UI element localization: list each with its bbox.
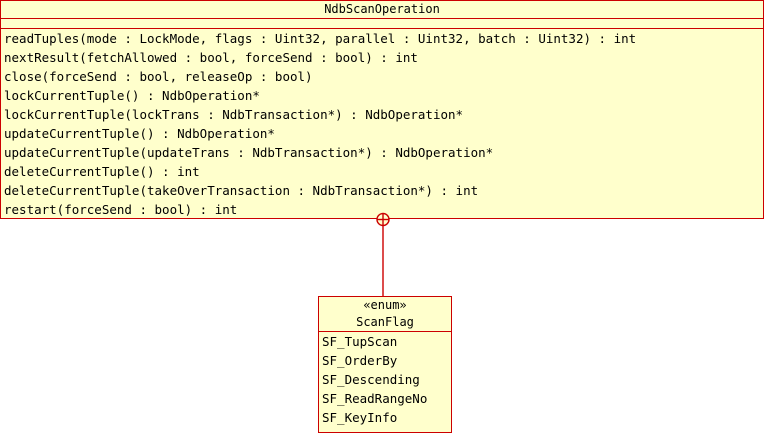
class-box-scanflag[interactable]: «enum» ScanFlag SF_TupScan SF_OrderBy SF… — [318, 296, 452, 433]
operation-row[interactable]: nextResult(fetchAllowed : bool, forceSen… — [4, 50, 418, 65]
operation-row[interactable]: deleteCurrentTuple() : int — [4, 164, 200, 179]
operation-row[interactable]: restart(forceSend : bool) : int — [4, 202, 238, 217]
class-box-ndbscanoperation[interactable]: NdbScanOperation readTuples(mode : LockM… — [0, 0, 764, 219]
enum-literal-row[interactable]: SF_KeyInfo — [322, 410, 398, 425]
enum-literal-row[interactable]: SF_Descending — [322, 372, 420, 387]
compartment-separator — [1, 18, 763, 19]
operation-row[interactable]: lockCurrentTuple() : NdbOperation* — [4, 88, 260, 103]
operation-row[interactable]: lockCurrentTuple(lockTrans : NdbTransact… — [4, 107, 464, 122]
compartment-separator — [319, 331, 451, 332]
enum-literal-row[interactable]: SF_TupScan — [322, 334, 398, 349]
operations-compartment-ndbscanoperation: readTuples(mode : LockMode, flags : Uint… — [1, 29, 763, 219]
operation-row[interactable]: updateCurrentTuple() : NdbOperation* — [4, 126, 275, 141]
operation-row[interactable]: readTuples(mode : LockMode, flags : Uint… — [4, 31, 637, 46]
operation-row[interactable]: deleteCurrentTuple(takeOverTransaction :… — [4, 183, 479, 198]
operation-row[interactable]: updateCurrentTuple(updateTrans : NdbTran… — [4, 145, 494, 160]
class-name-scanflag: ScanFlag — [356, 315, 414, 329]
enum-literal-row[interactable]: SF_OrderBy — [322, 353, 398, 368]
enum-stereotype-label: «enum» — [363, 298, 407, 312]
operation-row[interactable]: close(forceSend : bool, releaseOp : bool… — [4, 69, 313, 84]
class-name-ndbscanoperation: NdbScanOperation — [324, 2, 440, 16]
attributes-compartment-ndbscanoperation — [1, 19, 763, 28]
literals-compartment-scanflag: SF_TupScan SF_OrderBy SF_Descending SF_R… — [319, 332, 451, 427]
compartment-separator — [1, 28, 763, 29]
enum-literal-row[interactable]: SF_ReadRangeNo — [322, 391, 428, 406]
